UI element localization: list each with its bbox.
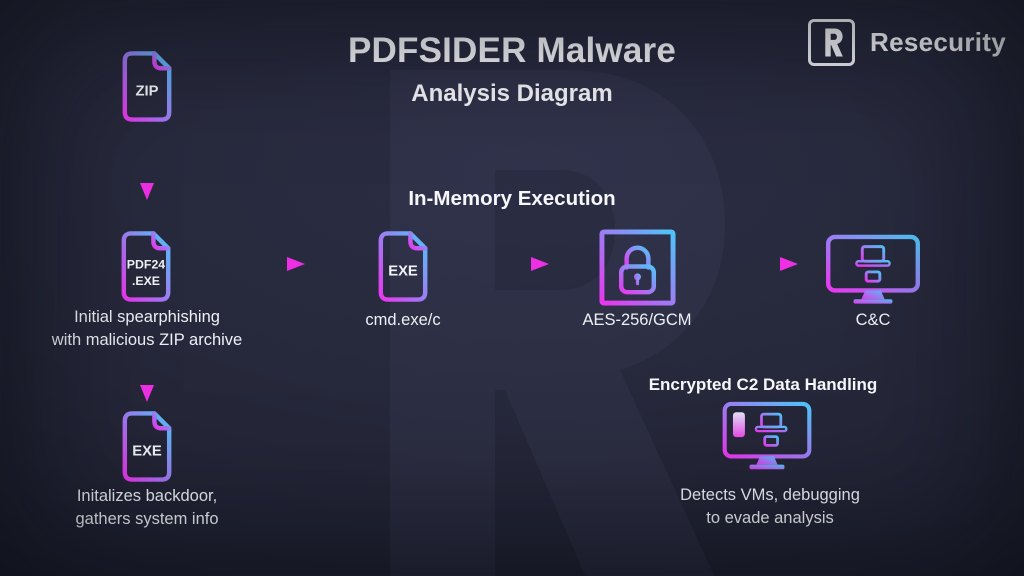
caption-line: AES-256/GCM <box>582 311 692 329</box>
evasion-caption: Detects VMs, debugging to evade analysis <box>637 484 903 530</box>
page-title: PDFSIDER Malware <box>347 31 676 70</box>
caption-line: Initial spearphishing <box>74 308 220 326</box>
caption-line: to evade analysis <box>706 509 834 528</box>
arrow-down-icon <box>140 356 154 402</box>
pdf24-caption: Initial spearphishing with malicious ZIP… <box>6 306 288 352</box>
arrow-down-icon <box>140 150 154 200</box>
caption-line: cmd.exe/c <box>365 311 441 329</box>
resecurity-logo-icon <box>808 19 856 66</box>
arrow-right-icon <box>493 257 549 271</box>
zip-file-icon: ZIP <box>122 51 172 122</box>
monitor-network-icon <box>826 234 920 304</box>
encrypted-c2-label: Encrypted C2 Data Handling <box>648 375 878 394</box>
page-subtitle: Analysis Diagram <box>411 80 613 107</box>
caption-line: Detects VMs, debugging <box>680 486 860 504</box>
padlock-in-square-icon <box>599 229 676 306</box>
cmd-file-label: EXE <box>388 263 418 279</box>
pdf24-file-label-line2: .EXE <box>132 274 160 288</box>
caption-line: C&C <box>855 311 891 329</box>
exe-file-label: EXE <box>132 443 162 459</box>
brand: Resecurity <box>808 19 1006 66</box>
backdoor-caption: Initalizes backdoor, gathers system info <box>6 485 288 531</box>
monitor-phone-network-icon <box>722 401 812 470</box>
caption-line: with malicious ZIP archive <box>51 331 243 350</box>
pdf24-file-label-line1: PDF24 <box>127 257 166 271</box>
caption-line: Initalizes backdoor, <box>76 487 218 505</box>
arrow-right-icon <box>249 257 305 271</box>
cnc-caption: C&C <box>821 309 925 332</box>
pdf24-file-icon: PDF24 .EXE <box>121 231 171 302</box>
arrow-right-icon <box>742 257 798 271</box>
cmd-caption: cmd.exe/c <box>328 309 478 332</box>
aes-caption: AES-256/GCM <box>547 309 727 332</box>
brand-name: Resecurity <box>870 27 1006 57</box>
caption-line: gathers system info <box>75 510 219 529</box>
exe-file-icon: EXE <box>378 231 428 302</box>
zip-file-label: ZIP <box>136 83 159 99</box>
in-memory-label: In-Memory Execution <box>408 187 616 210</box>
exe-file-icon: EXE <box>122 411 172 482</box>
